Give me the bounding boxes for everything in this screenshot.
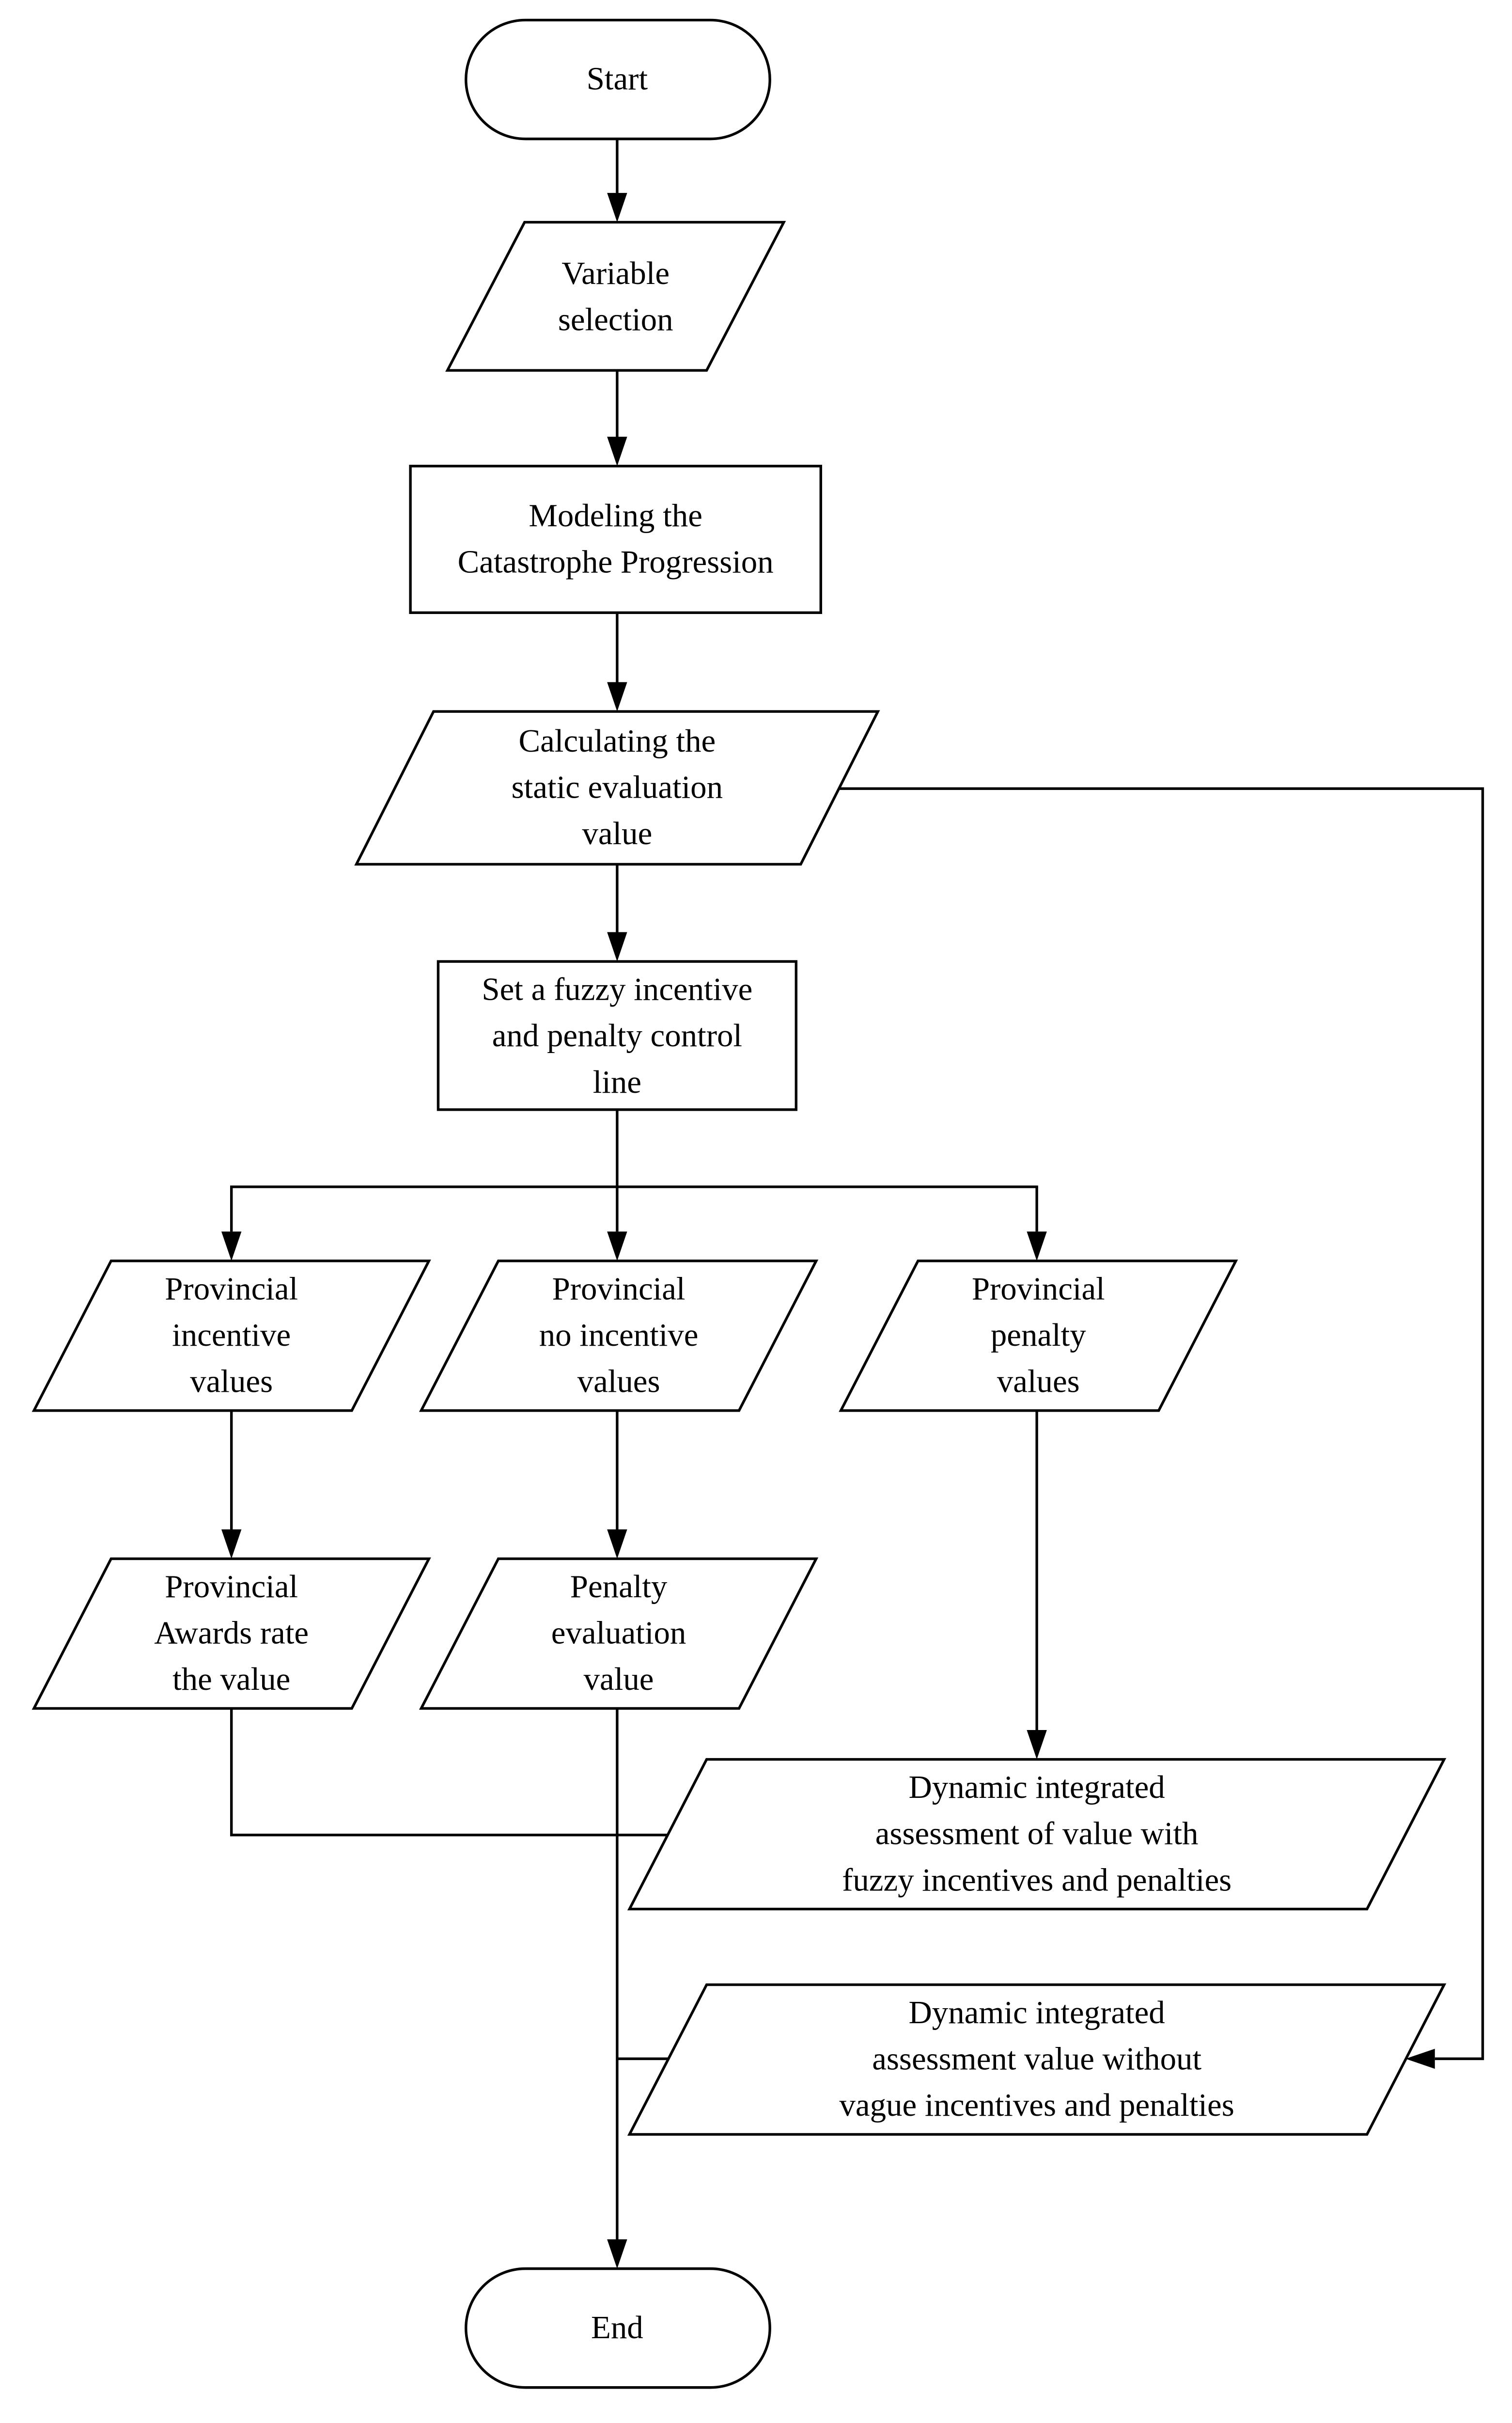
node-label-provincial-incentive: Provincial incentive values (165, 1270, 298, 1400)
arrowhead-into-setfuzzy (607, 932, 627, 962)
connector-awards-to-dynamicwith (230, 1708, 668, 1837)
set-fuzzy-control-shape (436, 960, 798, 1111)
arrowhead-into-calculating (607, 682, 627, 712)
provincial-penalty-shape (839, 1259, 1238, 1412)
dynamic-with-fuzzy-shape (627, 1758, 1447, 1911)
node-label-set-fuzzy-control: Set a fuzzy incentive and penalty contro… (482, 971, 753, 1101)
arrowhead-into-penaltyeval (607, 1529, 627, 1559)
arrowhead-into-end (607, 2239, 627, 2269)
arrowhead-into-incentive (221, 1231, 242, 1261)
node-label-end: End (591, 2309, 643, 2346)
node-label-calculating-static: Calculating the static evaluation value (511, 722, 723, 852)
variable-selection-shape (445, 220, 786, 372)
node-label-modeling-catastrophe: Modeling the Catastrophe Progression (457, 497, 774, 581)
arrowhead-into-noincentive (607, 1231, 627, 1261)
modeling-catastrophe-shape (409, 465, 822, 614)
node-label-provincial-no-incentive: Provincial no incentive values (539, 1270, 699, 1400)
arrowhead-into-penalty (1027, 1231, 1047, 1261)
node-label-dynamic-without-vague: Dynamic integrated assessment value with… (839, 1994, 1234, 2124)
node-label-dynamic-with-fuzzy: Dynamic integrated assessment of value w… (842, 1768, 1232, 1899)
dynamic-without-vague-shape (627, 1983, 1447, 2136)
node-label-variable-selection: Variable selection (558, 254, 673, 338)
arrowhead-into-modeling (607, 437, 627, 466)
arrowhead-into-dynamicwithout (1405, 2048, 1435, 2069)
node-label-start: Start (586, 60, 648, 97)
calculating-static-shape (354, 710, 880, 866)
end-shape (465, 2267, 771, 2389)
node-label-provincial-penalty: Provincial penalty values (971, 1270, 1105, 1400)
arrowhead-into-dynamicwith (1027, 1730, 1047, 1760)
node-label-penalty-evaluation: Penalty evaluation value (551, 1568, 686, 1698)
arrowhead-into-variable (607, 193, 627, 222)
provincial-incentive-shape (31, 1259, 431, 1412)
node-label-provincial-awards-rate: Provincial Awards rate the value (154, 1568, 309, 1698)
provincial-no-incentive-shape (419, 1259, 819, 1412)
arrowhead-into-awards (221, 1529, 242, 1559)
penalty-evaluation-shape (419, 1557, 819, 1710)
provincial-awards-rate-shape (31, 1557, 431, 1710)
connector-static-to-dynamicwithout (839, 787, 1484, 2061)
